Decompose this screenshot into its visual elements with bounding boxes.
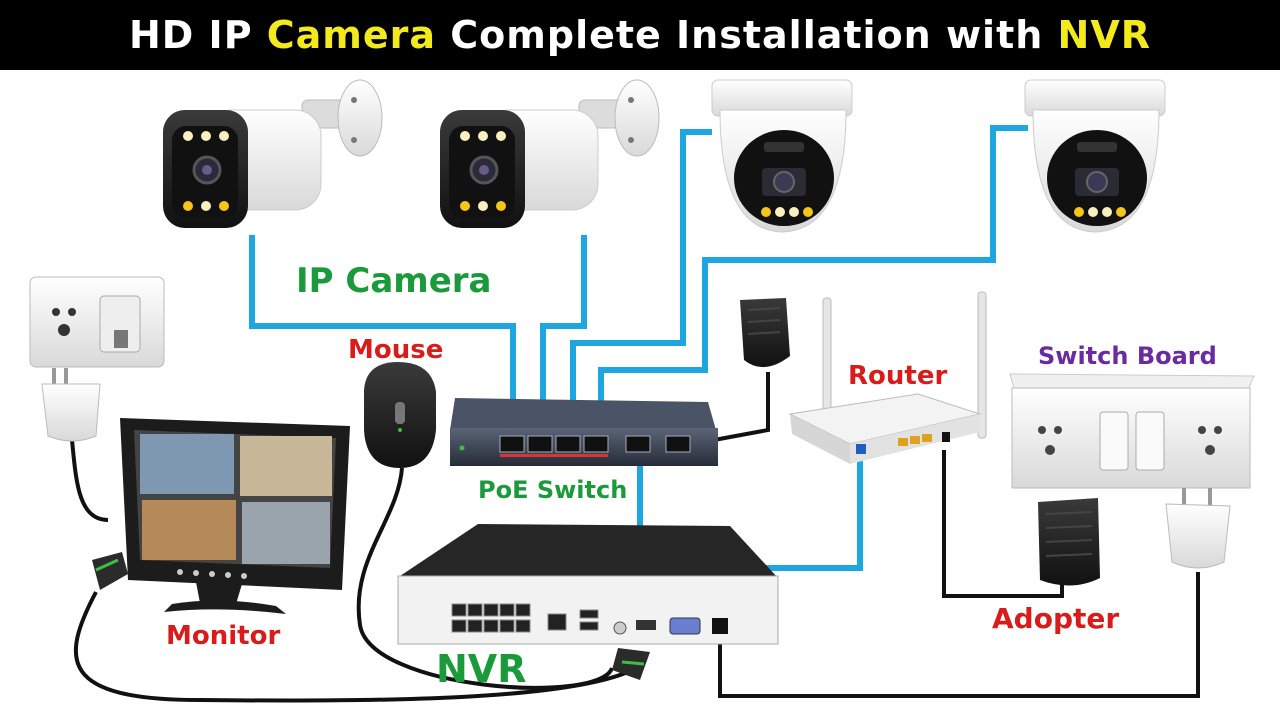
- cable-monitor-power: [70, 439, 109, 522]
- bullet-camera-2: [440, 79, 660, 228]
- plug-right: [1165, 488, 1231, 569]
- mouse: [364, 362, 436, 468]
- title-part-3: Complete Installation with: [436, 13, 1058, 57]
- cable-camera-1: [249, 235, 516, 440]
- router: [788, 291, 987, 464]
- poe-switch: [450, 398, 718, 466]
- cable-nvr-power: [718, 572, 1200, 698]
- dome-camera-2: [1024, 79, 1166, 233]
- label-adopter: Adopter: [992, 602, 1119, 635]
- title-part-2: Camera: [266, 13, 437, 57]
- label-ip-camera: IP Camera: [296, 261, 492, 301]
- label-nvr: NVR: [436, 647, 526, 691]
- cable-hdmi: [73, 591, 629, 703]
- cable-adapter-switch: [713, 372, 770, 442]
- monitor-view-4: [242, 502, 330, 564]
- monitor: [120, 418, 350, 614]
- dome-camera-1: [711, 79, 853, 233]
- label-poe-switch: PoE Switch: [478, 476, 627, 504]
- cable-camera-4: [598, 125, 1028, 440]
- switch-board: [1009, 373, 1255, 489]
- label-router: Router: [848, 361, 947, 391]
- black-cables: [70, 372, 1200, 703]
- title-bar: HD IP Camera Complete Installation with …: [0, 0, 1280, 70]
- hdmi-connector-icon: [92, 552, 650, 680]
- cable-camera-3: [570, 129, 712, 440]
- label-mouse: Mouse: [348, 335, 443, 365]
- cable-camera-2: [540, 235, 587, 440]
- title-part-1: HD IP: [128, 13, 267, 57]
- title-part-4: NVR: [1057, 13, 1151, 57]
- power-adapter-router: [1038, 498, 1100, 586]
- monitor-view-3: [142, 500, 236, 560]
- label-monitor: Monitor: [166, 621, 280, 651]
- power-adapter-switch: [740, 298, 790, 368]
- plug-left: [41, 368, 101, 442]
- cable-router-adapter: [942, 450, 1064, 598]
- page-title: HD IP Camera Complete Installation with …: [129, 13, 1151, 57]
- label-switch-board: Switch Board: [1038, 342, 1217, 370]
- monitor-view-2: [240, 436, 332, 496]
- monitor-view-1: [140, 434, 234, 494]
- bullet-camera-1: [163, 79, 383, 228]
- wall-socket: [29, 276, 165, 368]
- nvr: [397, 524, 779, 645]
